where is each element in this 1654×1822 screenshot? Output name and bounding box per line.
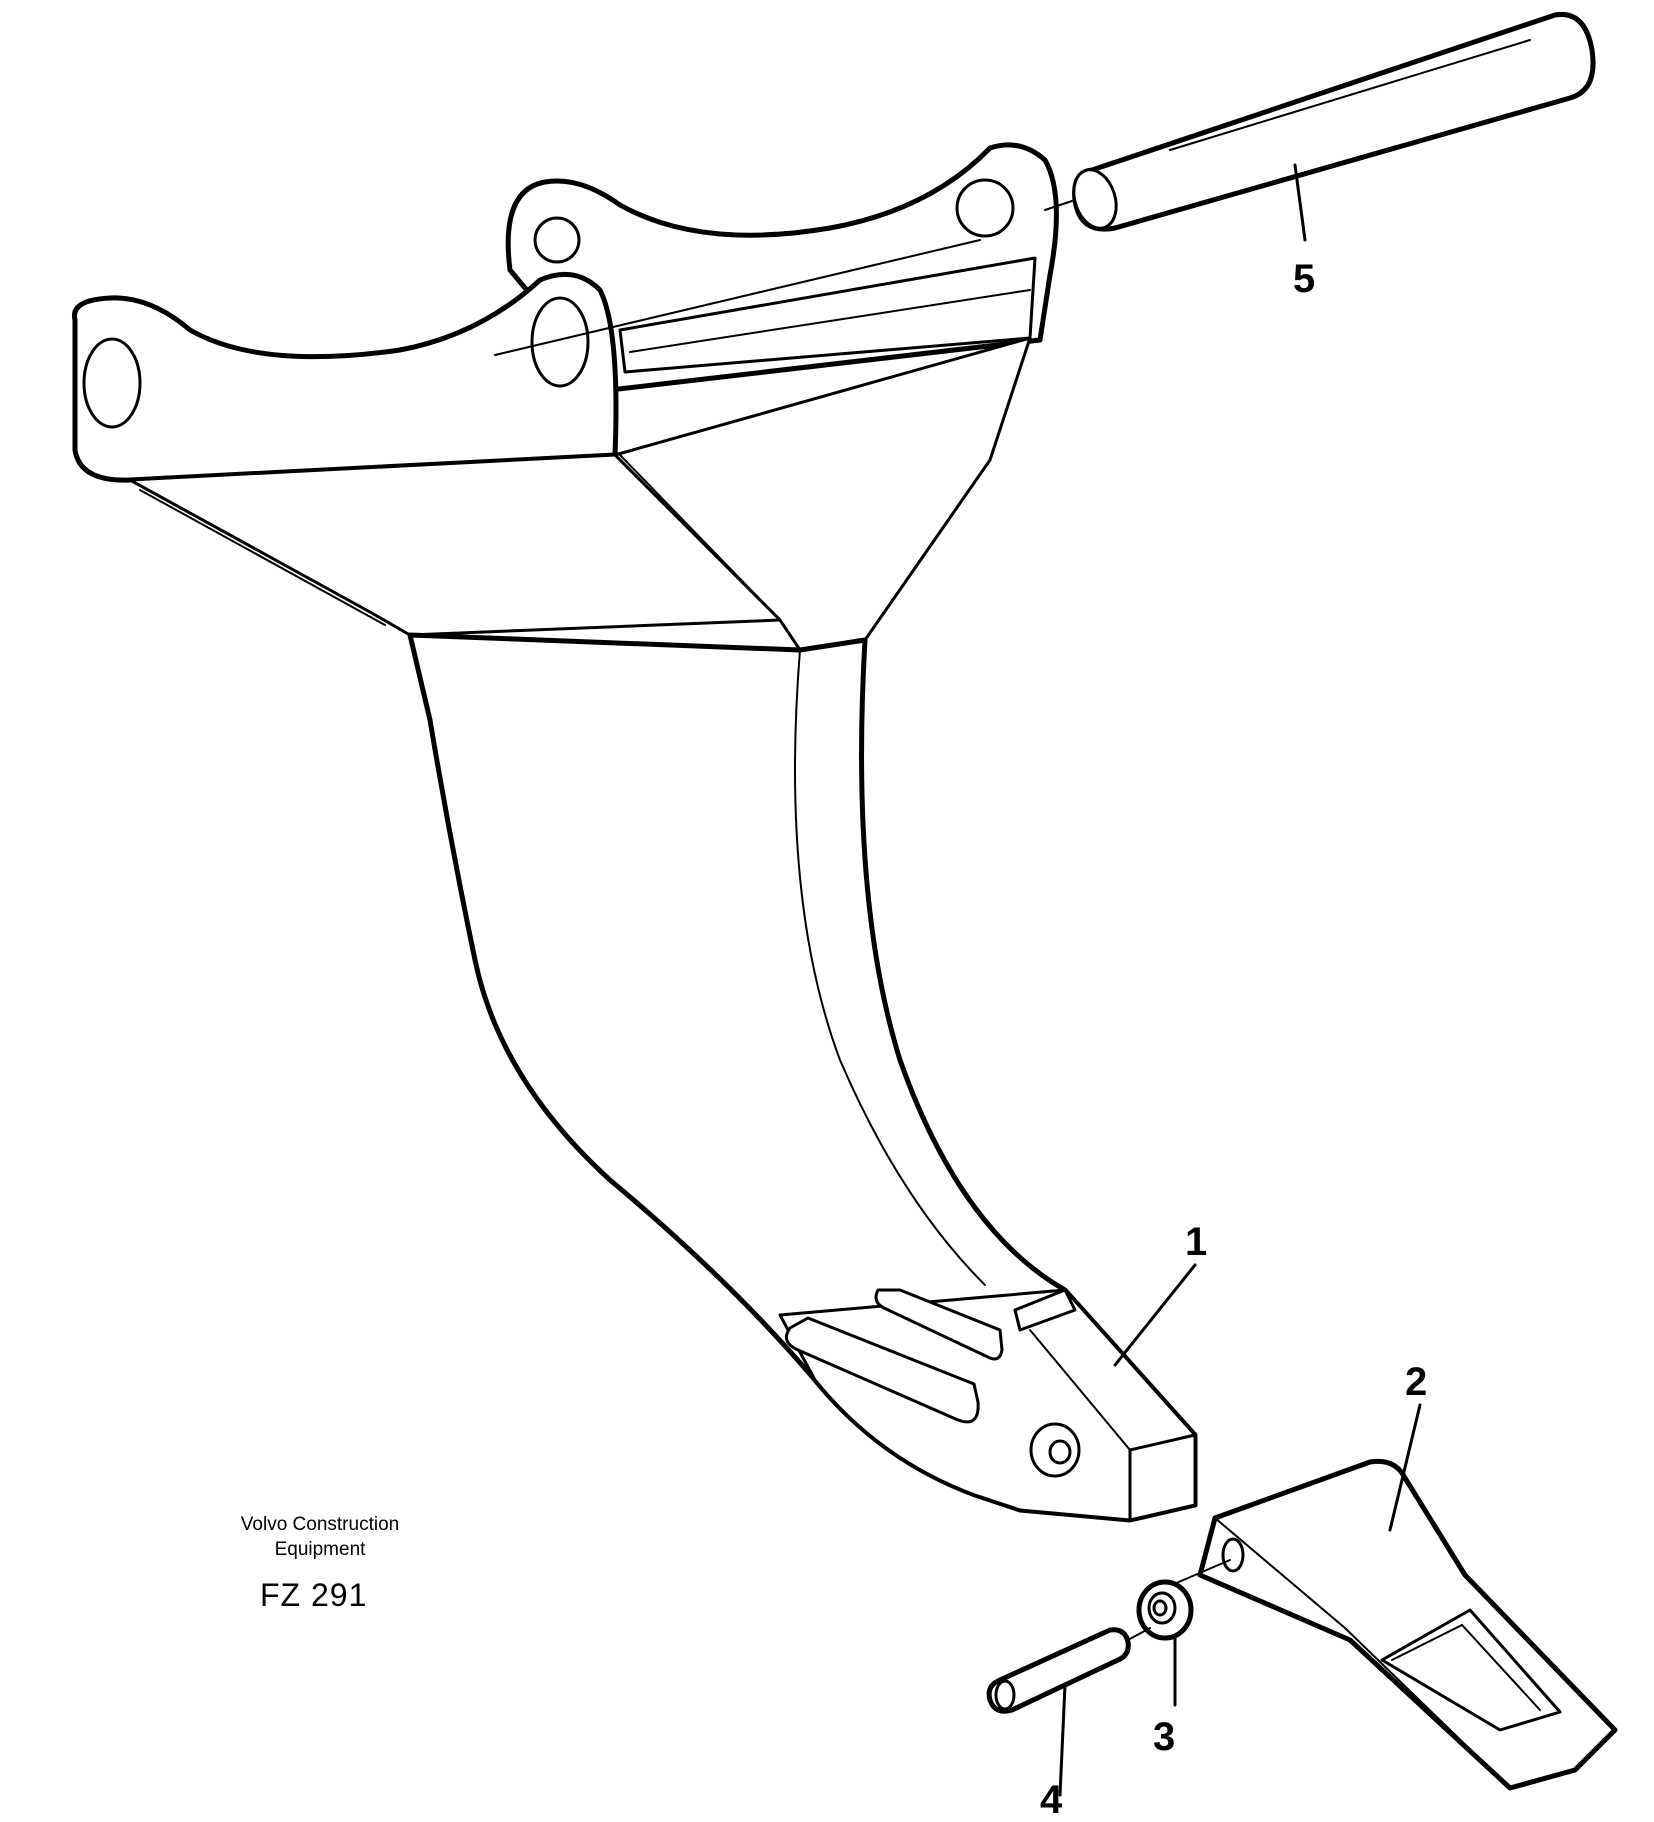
leader-4 bbox=[1058, 1683, 1067, 1797]
callout-4: 4 bbox=[1040, 1778, 1063, 1822]
retainer bbox=[1136, 1579, 1194, 1641]
callout-1: 1 bbox=[1185, 1220, 1207, 1264]
callout-labels: 1 2 3 4 5 bbox=[1040, 257, 1427, 1822]
callout-3: 3 bbox=[1153, 1715, 1175, 1759]
leader-lines bbox=[1058, 163, 1422, 1797]
tooth-pin bbox=[986, 1627, 1151, 1714]
ripper-shank bbox=[71, 142, 1198, 1523]
credit-line-2: Equipment bbox=[274, 1539, 366, 1560]
mounting-pin bbox=[1044, 11, 1596, 232]
credit-line-1: Volvo Construction bbox=[240, 1514, 400, 1535]
callout-5: 5 bbox=[1293, 257, 1315, 301]
drawing-code: FZ 291 bbox=[260, 1577, 368, 1613]
callout-2: 2 bbox=[1405, 1360, 1427, 1404]
tooth bbox=[1159, 1458, 1618, 1791]
leader-1 bbox=[1113, 1263, 1197, 1367]
leader-2 bbox=[1388, 1403, 1422, 1532]
leader-5 bbox=[1293, 163, 1307, 242]
manufacturer-credit: Volvo Construction Equipment bbox=[200, 1512, 440, 1562]
